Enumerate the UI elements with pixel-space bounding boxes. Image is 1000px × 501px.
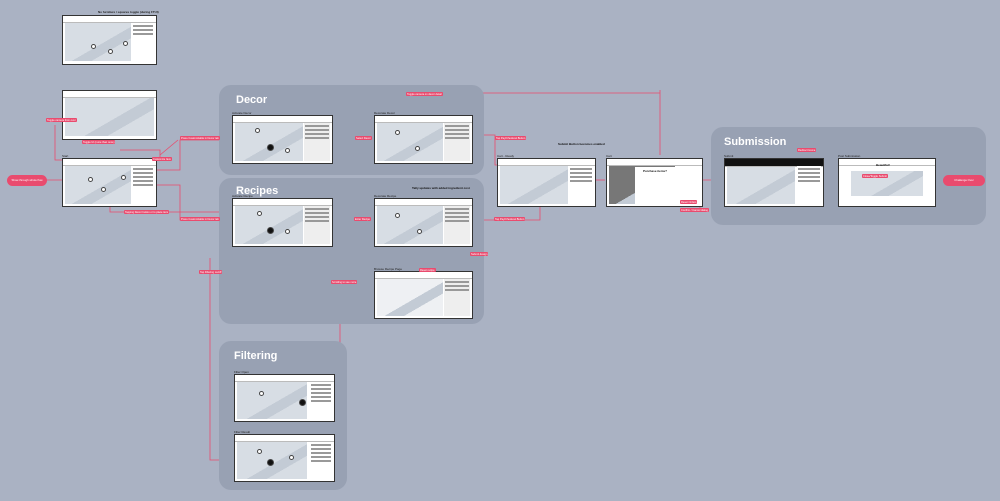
recipe-update-note: Tally updates with added ingredient cost — [412, 186, 470, 190]
tag: Enter Recipe — [354, 217, 371, 222]
screen-frame — [62, 15, 157, 65]
screen-frame — [374, 115, 473, 164]
frame-caption: Start — [62, 154, 69, 158]
frame-caption: Browse Recipe Page — [374, 267, 403, 271]
purchase-title: Purchase items? — [643, 169, 668, 173]
submission-title: Submission — [724, 136, 787, 148]
screen-frame: Beautiful! — [838, 158, 936, 207]
screen-frame — [234, 434, 335, 482]
frame-caption: Decorate Recipe — [374, 194, 397, 198]
frame-caption: Decorate Decor — [374, 111, 396, 115]
tag: Tap Pay/Checkout Button — [495, 136, 527, 141]
tag: Submit design — [470, 252, 489, 257]
screen-frame — [497, 158, 596, 207]
screen-frame: Purchase items? — [606, 158, 703, 207]
tag: Scrolling to see more — [331, 280, 358, 285]
tag: Reset recipe — [419, 268, 436, 273]
tag: Confirm / Cancel dialog — [680, 208, 709, 213]
recipes-title: Recipes — [236, 185, 279, 197]
tag: Press Customizable in Decor tab — [180, 217, 220, 222]
tag: Reset Orders — [680, 200, 698, 205]
end-pill: Challenge Over — [943, 175, 985, 186]
frame-caption: Submit — [724, 154, 734, 158]
frame-caption: No furniture / squares toggle (during FT… — [98, 10, 159, 14]
start-pill: Show through whole flow — [7, 175, 47, 186]
screen-frame — [234, 374, 335, 422]
frame-caption: Cart - Ready — [497, 154, 515, 158]
tag: Redirect Home — [797, 148, 817, 153]
tag: Tapping Decor button or to place item — [124, 210, 170, 215]
frame-caption: Activate Decor — [232, 111, 252, 115]
decor-title: Decor — [236, 94, 268, 106]
tag: Toggle camera on decor detail — [406, 92, 443, 97]
tag: Select Decor — [355, 136, 372, 141]
tag: Press Customizable in Decor tab — [180, 136, 220, 141]
screen-frame — [374, 271, 473, 319]
tag: Toggle camera from over — [46, 118, 77, 123]
frame-caption: Post Submission — [838, 154, 861, 158]
frame-caption: Filter Result — [234, 430, 251, 434]
filtering-title: Filtering — [234, 350, 278, 362]
frame-caption: Filter Open — [234, 370, 249, 374]
screen-frame — [62, 158, 157, 207]
frame-caption: Cart — [606, 154, 612, 158]
tag: Tap Filtering on/off — [199, 270, 223, 275]
tag: Customize Item — [152, 157, 173, 162]
submit-button-note: Submit Button becomes enabled — [558, 142, 605, 146]
frame-caption: Activate Recipe — [232, 194, 253, 198]
beautiful-title: Beautiful! — [876, 163, 890, 167]
tag: Close/Toggle Submit — [862, 174, 888, 179]
screen-frame — [724, 158, 824, 207]
screen-frame — [374, 198, 473, 247]
screen-frame — [232, 115, 333, 164]
tag: Tap Pay/Checkout Button — [494, 217, 526, 222]
screen-frame — [62, 90, 157, 140]
screen-frame — [232, 198, 333, 247]
tag: Toggle UI (more than once) — [82, 140, 116, 145]
